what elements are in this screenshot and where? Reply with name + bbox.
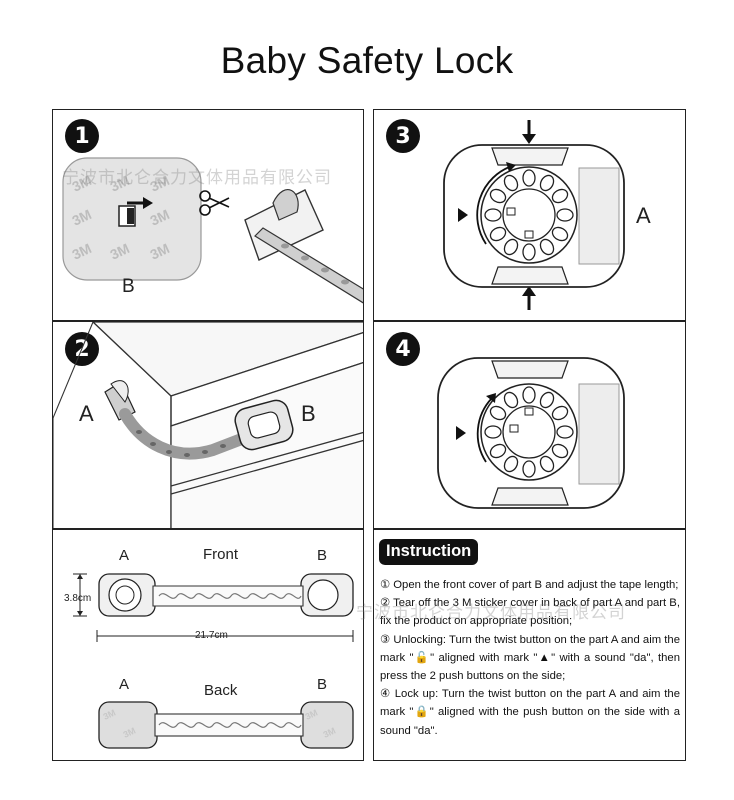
dimensions-panel: A Front B 3.8cm 21.7cm A Back B 3M 3M 3M… bbox=[52, 529, 364, 761]
svg-text:3M: 3M bbox=[108, 240, 132, 263]
svg-text:3M: 3M bbox=[148, 240, 172, 263]
part-b-label: B bbox=[122, 276, 135, 297]
twist-button-lock-illustration bbox=[437, 357, 625, 509]
step-2-panel: 2 A B bbox=[52, 321, 364, 529]
instruction-step-4: ④ Lock up: Turn the twist button on the … bbox=[380, 688, 680, 737]
svg-text:3M: 3M bbox=[70, 206, 94, 229]
step-4-number: 4 bbox=[386, 332, 420, 366]
svg-text:3M: 3M bbox=[122, 725, 138, 739]
front-view-label: Front bbox=[203, 546, 239, 563]
instruction-steps: ① Open the front cover of part B and adj… bbox=[380, 576, 680, 740]
step-3-number: 3 bbox=[386, 119, 420, 153]
step-3-panel: 3 A bbox=[373, 109, 686, 321]
watermark: 宁波市北仑合力文体用品有限公司 bbox=[356, 603, 626, 623]
step-1-panel: 1 3M 3M 3M 3M 3M 3M 3M 3M bbox=[52, 109, 364, 321]
svg-text:3M: 3M bbox=[148, 172, 172, 195]
svg-text:3M: 3M bbox=[322, 725, 338, 739]
twist-button-unlock-illustration bbox=[443, 120, 625, 310]
back-view-label: Back bbox=[204, 682, 238, 699]
part-b-label: B bbox=[317, 547, 328, 564]
svg-text:3M: 3M bbox=[148, 206, 172, 229]
watermark: 宁波市北仑合力文体用品有限公司 bbox=[62, 168, 332, 188]
step-4-panel: 4 bbox=[373, 321, 686, 529]
instruction-heading: Instruction bbox=[379, 539, 479, 565]
part-a-label: A bbox=[79, 401, 94, 426]
part-b-label: B bbox=[301, 401, 316, 426]
svg-text:3M: 3M bbox=[108, 172, 132, 195]
front-back-views-illustration: 3M 3M 3M 3M bbox=[73, 573, 354, 749]
instruction-panel bbox=[373, 529, 686, 761]
height-dimension: 3.8cm bbox=[64, 593, 92, 604]
part-a-label: A bbox=[636, 203, 651, 228]
svg-text:3M: 3M bbox=[304, 707, 320, 721]
page-title: Baby Safety Lock bbox=[220, 40, 514, 81]
step-1-number: 1 bbox=[65, 119, 99, 153]
part-b-label: B bbox=[317, 676, 328, 693]
instruction-step-3: ③ Unlocking: Turn the twist button on th… bbox=[380, 633, 680, 683]
part-a-label: A bbox=[119, 547, 130, 564]
svg-text:3M: 3M bbox=[102, 707, 118, 721]
cabinet-illustration bbox=[53, 322, 363, 528]
sticker-illustration: 3M 3M 3M 3M 3M 3M 3M 3M bbox=[62, 157, 363, 304]
instruction-step-2: ② Tear off the 3 M sticker cover in back… bbox=[380, 597, 680, 628]
part-a-label: A bbox=[119, 676, 130, 693]
svg-text:3M: 3M bbox=[70, 240, 94, 263]
svg-text:3M: 3M bbox=[70, 172, 94, 195]
instruction-step-1: ① Open the front cover of part B and adj… bbox=[380, 579, 679, 591]
